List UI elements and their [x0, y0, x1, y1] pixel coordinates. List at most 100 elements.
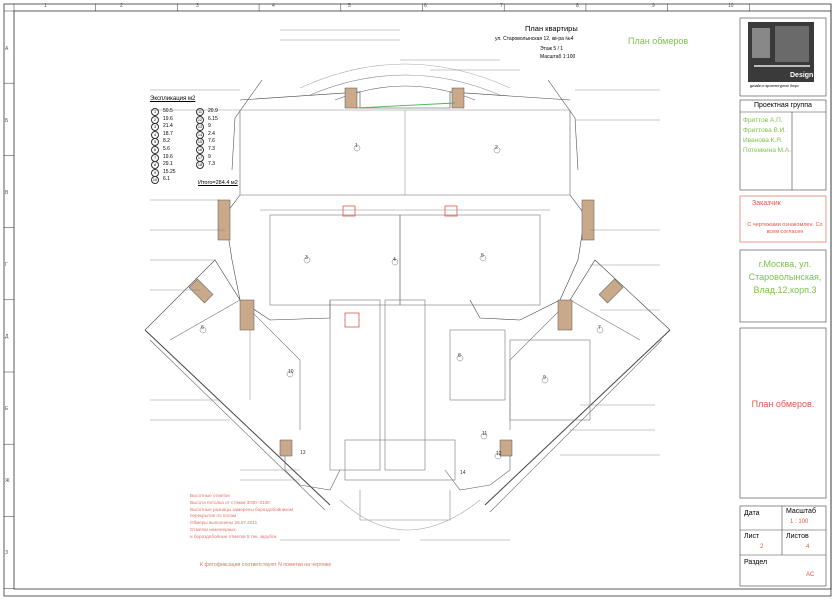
sheet-title: План обмеров.: [751, 399, 815, 409]
border-ticks: [4, 4, 832, 589]
room-number: 10: [288, 369, 294, 375]
row-letter: Б: [5, 118, 9, 124]
explication-area: 8.2: [163, 138, 170, 145]
group-member: Фриттов А.П.: [743, 117, 783, 124]
group-members: Фриттов А.П. Фриттова В.И. Иванова К.Я. Пот…: [743, 116, 791, 156]
photo-note: К фотофиксации соответствуют N пометки н…: [200, 562, 332, 568]
object-address: г.Москва, ул. Староволынская, Влад.12,ко…: [748, 259, 822, 295]
column-number: 4: [272, 3, 275, 9]
explication-room-number: 7: [151, 153, 159, 162]
note-line: и бороздобойные отметки 5 тек. зарубок: [190, 533, 277, 539]
logo-text: Design: [790, 72, 814, 79]
explication-area: 9: [208, 153, 211, 160]
sheets-label: Листов: [786, 533, 809, 540]
explication-room-number: 11: [196, 108, 204, 116]
column-number: 6: [424, 3, 427, 9]
explication-area: 50.5: [163, 108, 173, 114]
group-title: Проектная группа: [754, 102, 812, 109]
room-number: 13: [300, 450, 306, 456]
note-line: Высотные разницы замерены бороздобойнико…: [190, 506, 294, 512]
explication-area: 6.15: [208, 115, 218, 122]
explication-room-number: 6: [151, 146, 159, 154]
row-letter: А: [5, 46, 9, 52]
row-letter: Г: [5, 262, 8, 268]
explication-area: 29.1: [163, 161, 173, 168]
client-note: С чертежами ознакомлен. Со всем согласен: [747, 222, 823, 235]
explication-area: 19.6: [163, 153, 173, 160]
column-number: 5: [348, 3, 351, 9]
floor-plan: [144, 29, 671, 541]
explication-room-number: 13: [196, 123, 204, 132]
room-number: 9: [543, 375, 546, 381]
sheets-value: 4: [806, 544, 810, 550]
row-letter: Е: [5, 406, 9, 412]
note-line: Обмеры выполнены 25.07.2011: [190, 520, 258, 526]
explication-room-number: 14: [196, 130, 204, 139]
explication-title: Экспликация м2: [150, 96, 196, 102]
explication-room-number: 16: [196, 146, 204, 154]
room-number: 4: [393, 257, 396, 263]
explication-room-number: 8: [151, 161, 159, 170]
title-block: [739, 17, 827, 587]
row-letter: З: [5, 550, 9, 556]
room-number: 2: [495, 145, 498, 151]
note-line: Высотные отметки: [190, 493, 230, 498]
group-member: Потемкина М.А.: [743, 147, 791, 154]
row-letter: В: [5, 190, 9, 196]
explication-area: 7.3: [208, 146, 215, 152]
explication-area: 2.4: [208, 130, 215, 137]
room-number: 3: [305, 255, 308, 261]
room-number: 7: [598, 325, 601, 331]
project-value: AC: [806, 572, 815, 578]
room-number: 12: [496, 451, 502, 457]
logo-subtitle: дизайн и архитектурное бюро: [750, 84, 799, 88]
explication-room-number: 4: [151, 130, 159, 139]
explication-room-number: 10: [151, 176, 159, 185]
explication-area: 20.9: [208, 108, 218, 114]
column-number: 1: [44, 3, 47, 9]
explication-area: 15.25: [163, 168, 176, 175]
plan-address: ул. Староволынская 12, кв-ра №4: [495, 36, 574, 42]
row-letter: Ж: [5, 478, 10, 484]
note-line: перекрытие по полам: [190, 513, 237, 519]
room-number: 8: [458, 353, 461, 359]
column-number: 9: [652, 3, 655, 9]
explication-room-number: 3: [151, 123, 159, 132]
room-number: 1: [355, 143, 358, 149]
note-line: Высота потолка от стяжки 3030÷3130: [190, 499, 270, 505]
plan-floor: Этаж 5 / 1: [540, 46, 564, 52]
date-label: Дата: [744, 510, 760, 517]
design-logo: [748, 22, 814, 82]
explication-room-number: 9: [151, 168, 159, 177]
column-number: 8: [576, 3, 579, 9]
explication-room-number: 12: [196, 115, 204, 124]
explication-total: Итого=284.4 м2: [198, 180, 238, 186]
row-letter: Д: [5, 334, 9, 340]
explication-area: 5.6: [163, 146, 170, 152]
explication-area: 19.6: [163, 115, 173, 122]
column-number: 3: [196, 3, 199, 9]
column-number: 10: [728, 3, 734, 9]
explication-area: 6.1: [163, 176, 170, 183]
group-member: Фриттова В.И.: [743, 127, 787, 134]
column-number: 2: [120, 3, 123, 9]
explication-room-number: 1: [151, 108, 159, 116]
plan-title: План квартиры: [525, 24, 578, 33]
explication-room-number: 5: [151, 138, 159, 147]
column-number: 7: [500, 3, 503, 9]
explication-room-number: 15: [196, 138, 204, 147]
room-number: 5: [481, 253, 484, 259]
explication-room-number: 2: [151, 115, 159, 124]
sheet-label: Лист: [744, 533, 760, 540]
survey-notes: Высотные отметки Высота потолка от стяжк…: [190, 493, 293, 541]
plan-top-label: План обмеров: [628, 36, 689, 46]
explication-room-number: 17: [196, 153, 204, 162]
sheet-value: 2: [760, 544, 764, 550]
plan-scale: Масштаб 1:100: [540, 54, 576, 60]
note-line: Отметки инженерных: [190, 526, 236, 532]
scale-value: 1 : 100: [790, 519, 809, 525]
room-number: 11: [482, 431, 488, 437]
group-member: Иванова К.Я.: [743, 137, 783, 144]
explication-area: 21.4: [163, 123, 173, 130]
